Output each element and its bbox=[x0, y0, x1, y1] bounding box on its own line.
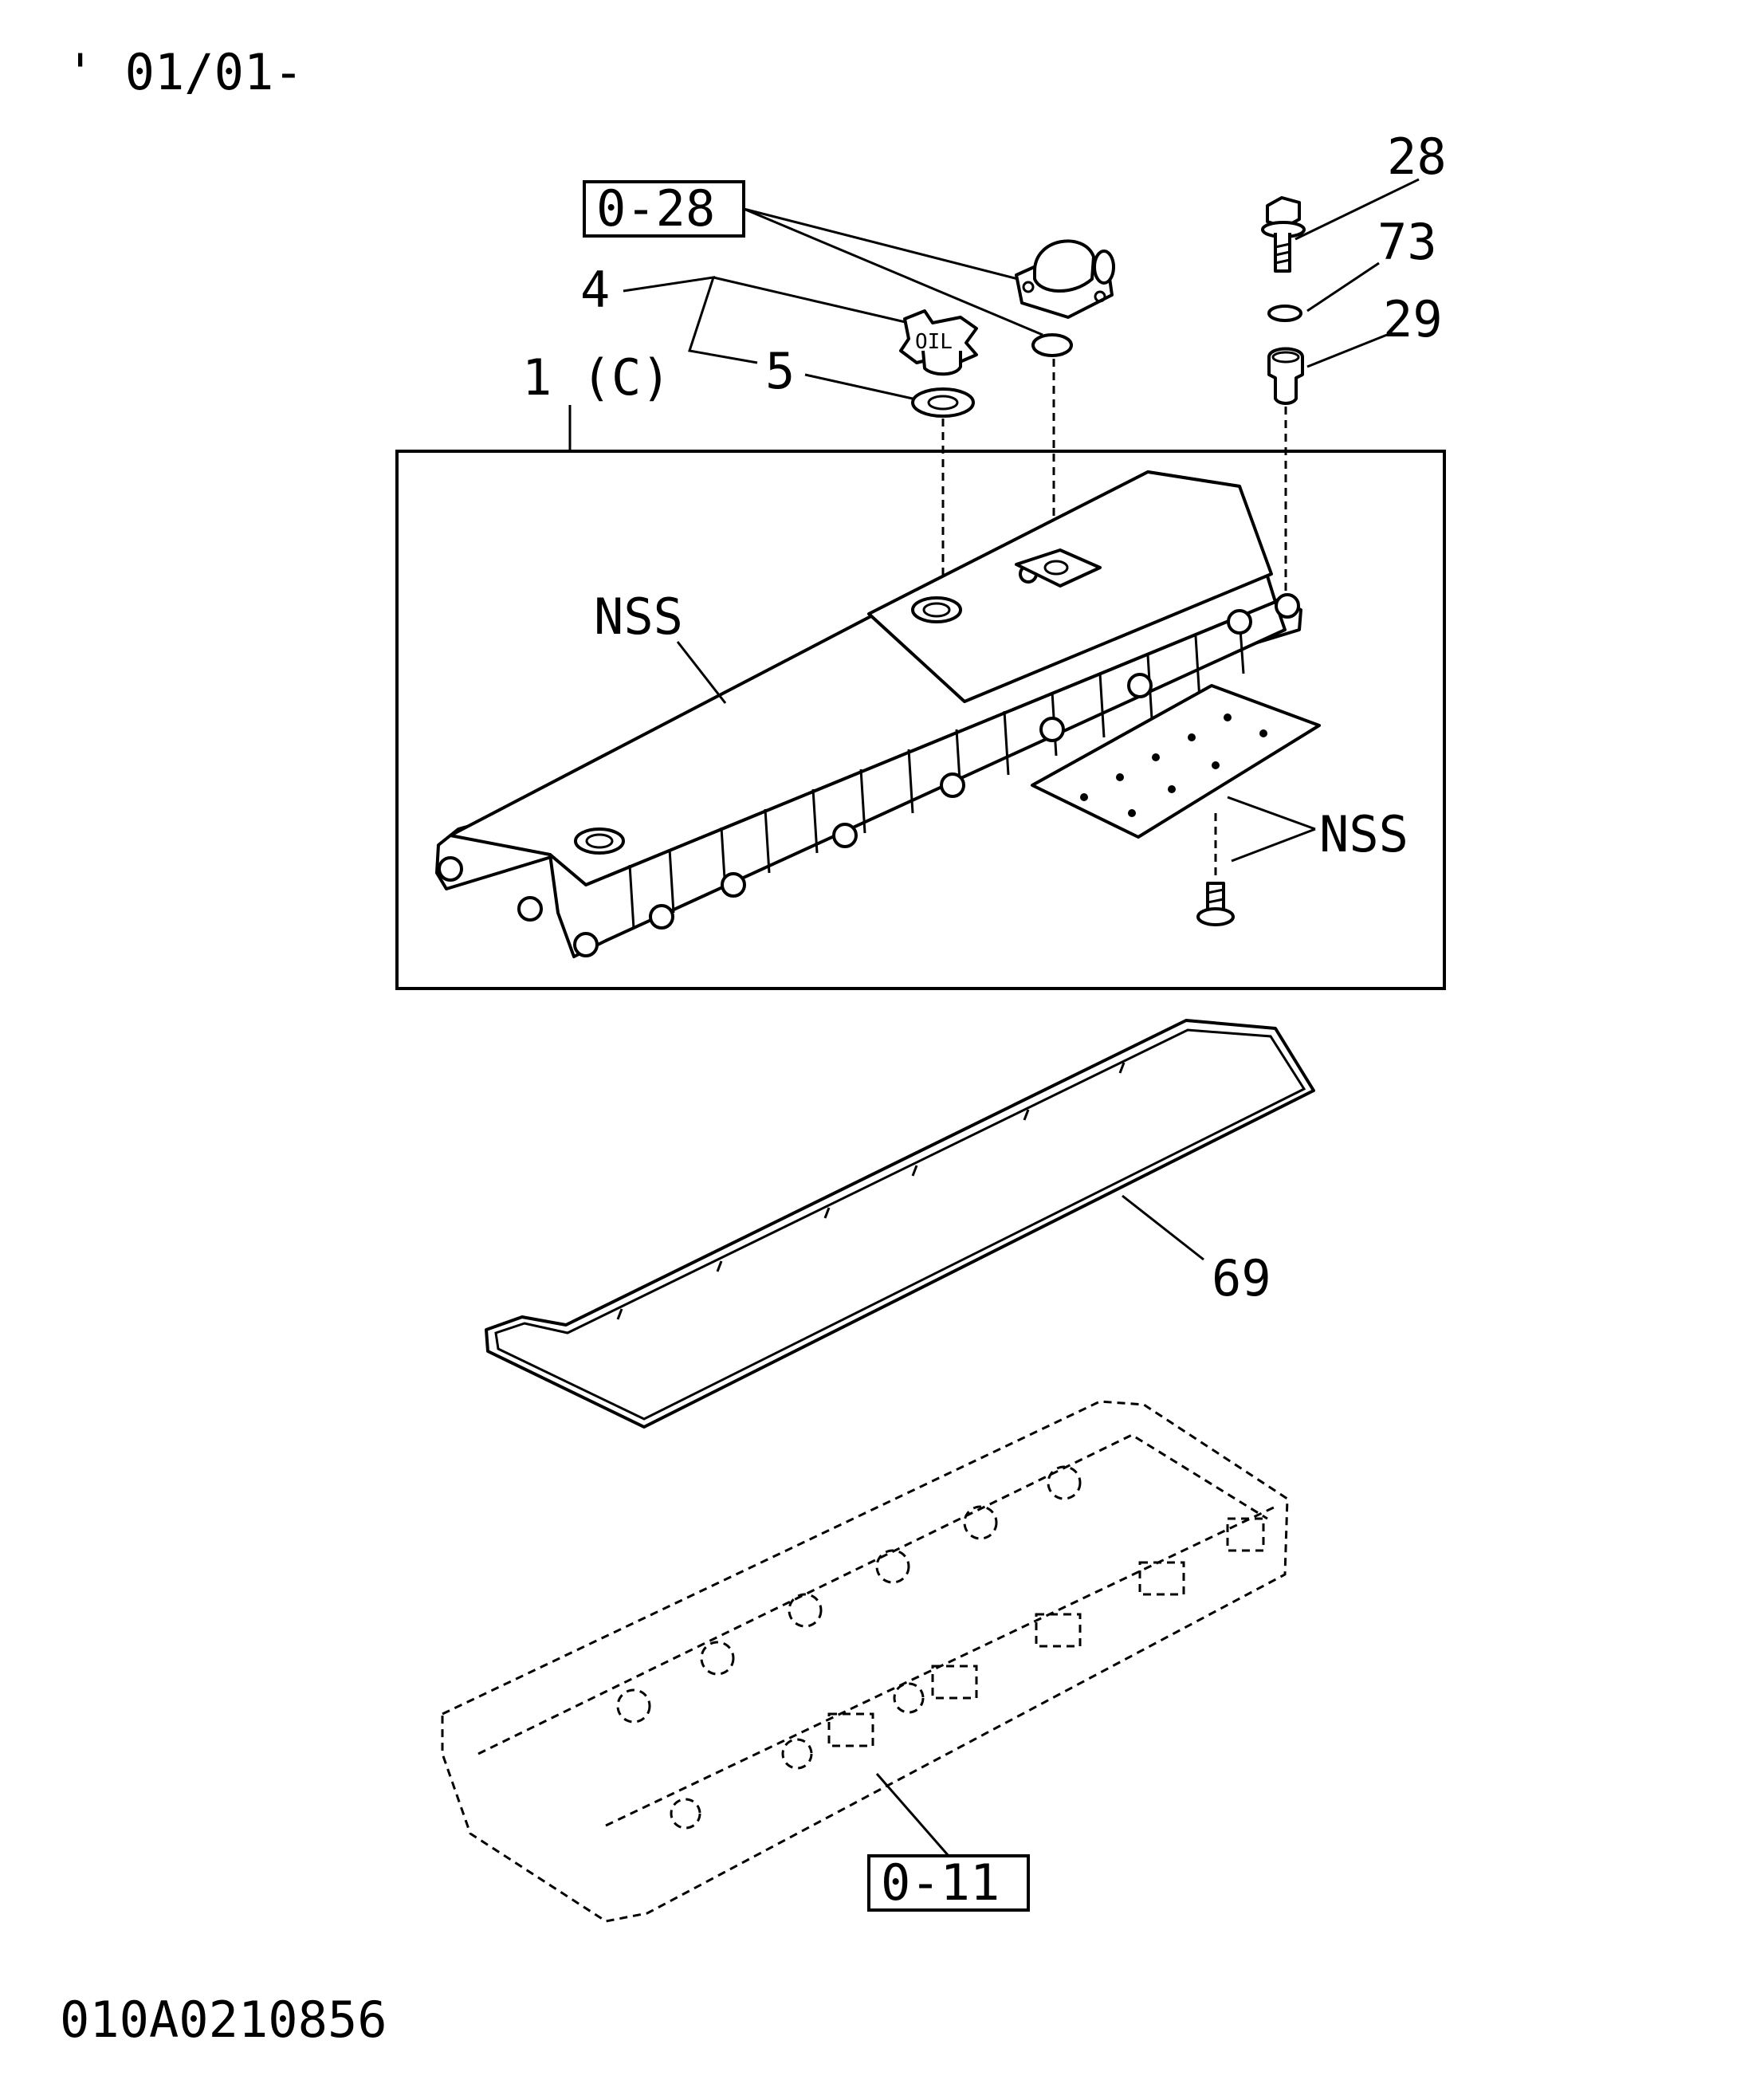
callout-4: 4 bbox=[580, 261, 610, 319]
grommet-29 bbox=[1267, 347, 1304, 405]
leader-29 bbox=[1306, 333, 1388, 368]
leader-73 bbox=[1306, 261, 1380, 312]
callout-nss-cover: NSS bbox=[594, 588, 683, 646]
bolt-28 bbox=[1261, 196, 1306, 273]
cover-plate bbox=[1031, 684, 1321, 839]
callout-73: 73 bbox=[1377, 213, 1437, 271]
leader-69 bbox=[1122, 1194, 1204, 1261]
callout-69: 69 bbox=[1212, 1249, 1271, 1307]
plate-screw bbox=[1196, 882, 1235, 926]
washer-73 bbox=[1267, 305, 1302, 322]
figure-code-label: 010A0210856 bbox=[60, 1991, 387, 2049]
callout-5: 5 bbox=[765, 342, 795, 400]
leader-ref-bottom bbox=[875, 1773, 950, 1857]
callout-29: 29 bbox=[1383, 290, 1443, 348]
oil-cap-text: OIL bbox=[915, 330, 953, 354]
cover-gasket-69 bbox=[485, 1019, 1315, 1429]
breather-o-ring bbox=[1031, 333, 1073, 357]
bracket-4-5 bbox=[623, 276, 758, 364]
rocker-cover bbox=[435, 470, 1302, 958]
ref-label-top: 0-28 bbox=[596, 179, 715, 238]
leader-ref-top-a bbox=[743, 207, 1025, 282]
leader-4 bbox=[713, 276, 910, 324]
leader-28 bbox=[1295, 178, 1420, 241]
leader-5 bbox=[804, 373, 913, 400]
callout-1c: 1 (C) bbox=[522, 348, 671, 407]
leader-nss-plate-b bbox=[1231, 827, 1316, 863]
date-range-label: ' 01/01- bbox=[65, 43, 304, 101]
leader-nss-plate-a bbox=[1227, 796, 1316, 831]
ref-box-bottom bbox=[867, 1854, 1030, 1912]
leader-nss-cover bbox=[676, 641, 727, 704]
oil-filler-cap: OIL bbox=[899, 309, 978, 376]
callout-28: 28 bbox=[1387, 128, 1447, 186]
assembly-box-1c bbox=[395, 450, 1446, 990]
ref-label-bottom: 0-11 bbox=[881, 1853, 1000, 1912]
oil-cap-seal bbox=[911, 387, 975, 418]
callout-nss-plate: NSS bbox=[1319, 805, 1408, 863]
leader-ref-top-b bbox=[743, 207, 1043, 336]
cylinder-head bbox=[441, 1400, 1289, 1923]
breather-part bbox=[1015, 239, 1115, 319]
